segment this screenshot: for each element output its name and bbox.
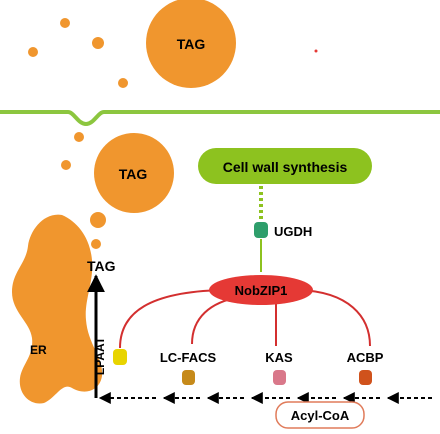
kas-label: KAS <box>265 350 293 365</box>
acbp-label: ACBP <box>347 350 384 365</box>
small-droplet <box>61 160 71 170</box>
er-label: ER <box>30 343 47 357</box>
kas-protein-icon <box>273 370 286 385</box>
nobzip-to-lcfacs-connector <box>191 296 241 345</box>
small-droplet <box>91 239 101 249</box>
cell-membrane <box>0 110 440 127</box>
lc-facs-protein-icon <box>182 370 195 385</box>
nobzip-to-acbp-connector <box>299 289 371 347</box>
lc-facs-label: LC-FACS <box>160 350 217 365</box>
tag-droplet-top <box>146 0 236 88</box>
lpaat-label: LPAAT <box>93 336 107 375</box>
tag-top-label: TAG <box>177 36 206 52</box>
nobzip-to-lpaat-connector <box>119 289 223 349</box>
small-droplet <box>118 78 128 88</box>
acbp-protein-icon <box>359 370 372 385</box>
tiny-droplet <box>314 49 318 53</box>
ugdh-protein-icon <box>254 222 268 238</box>
nobzip1-label: NobZIP1 <box>235 283 288 298</box>
tag-droplet-mid <box>94 133 174 213</box>
cell-wall-synthesis-box <box>198 148 372 184</box>
small-droplet <box>92 37 104 49</box>
lpaat-protein-icon <box>113 349 127 365</box>
nobzip1-node <box>209 275 313 305</box>
acyl-coa-label: Acyl-CoA <box>291 408 350 423</box>
tag-er-label: TAG <box>87 258 116 274</box>
tag-mid-label: TAG <box>119 166 148 182</box>
acyl-coa-box <box>275 401 365 429</box>
small-droplet <box>74 132 84 142</box>
small-droplet <box>90 212 106 228</box>
small-droplet <box>28 47 38 57</box>
er-shape <box>12 214 103 404</box>
ugdh-label: UGDH <box>274 224 312 239</box>
cell-wall-synthesis-label: Cell wall synthesis <box>223 159 348 175</box>
small-droplet <box>60 18 70 28</box>
